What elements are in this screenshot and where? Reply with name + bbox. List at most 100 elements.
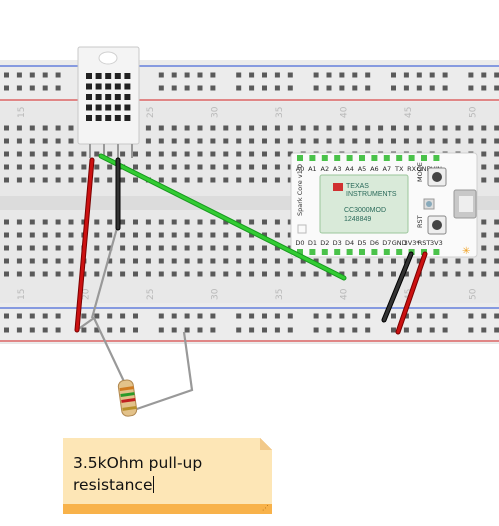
breadboard-hole[interactable] <box>274 258 280 264</box>
rail-hole[interactable] <box>391 327 396 333</box>
breadboard-hole[interactable] <box>68 232 74 238</box>
rail-hole[interactable] <box>16 327 22 333</box>
breadboard-hole[interactable] <box>171 164 177 170</box>
breadboard-hole[interactable] <box>339 125 345 131</box>
breadboard-hole[interactable] <box>481 125 487 131</box>
breadboard-hole[interactable] <box>481 232 487 238</box>
breadboard-hole[interactable] <box>274 271 280 277</box>
breadboard-hole[interactable] <box>4 245 9 251</box>
breadboard-hole[interactable] <box>210 219 216 225</box>
breadboard-hole[interactable] <box>158 232 164 238</box>
breadboard-hole[interactable] <box>429 271 435 277</box>
breadboard-hole[interactable] <box>4 232 9 238</box>
breadboard-hole[interactable] <box>197 164 203 170</box>
breadboard-hole[interactable] <box>145 271 151 277</box>
breadboard-hole[interactable] <box>197 151 203 157</box>
rail-hole[interactable] <box>262 72 267 78</box>
rail-hole[interactable] <box>210 85 216 91</box>
breadboard-hole[interactable] <box>455 125 461 131</box>
breadboard-hole[interactable] <box>391 138 396 144</box>
breadboard-hole[interactable] <box>287 271 293 277</box>
rail-hole[interactable] <box>468 313 474 319</box>
breadboard-hole[interactable] <box>55 219 61 225</box>
breadboard-hole[interactable] <box>494 245 499 251</box>
breadboard-hole[interactable] <box>29 125 35 131</box>
rail-hole[interactable] <box>171 327 177 333</box>
breadboard-hole[interactable] <box>55 232 61 238</box>
breadboard-hole[interactable] <box>287 125 293 131</box>
rail-hole[interactable] <box>249 85 255 91</box>
breadboard-hole[interactable] <box>287 258 293 264</box>
breadboard-hole[interactable] <box>4 258 9 264</box>
breadboard-hole[interactable] <box>29 245 35 251</box>
breadboard-hole[interactable] <box>29 271 35 277</box>
rail-hole[interactable] <box>249 327 255 333</box>
breadboard-hole[interactable] <box>326 138 332 144</box>
rail-hole[interactable] <box>262 313 267 319</box>
rail-hole[interactable] <box>55 327 61 333</box>
rail-hole[interactable] <box>391 313 396 319</box>
breadboard-hole[interactable] <box>403 125 409 131</box>
rail-hole[interactable] <box>326 327 332 333</box>
rail-hole[interactable] <box>287 85 293 91</box>
rail-hole[interactable] <box>197 327 203 333</box>
breadboard-hole[interactable] <box>249 219 255 225</box>
breadboard-hole[interactable] <box>326 258 332 264</box>
breadboard-hole[interactable] <box>210 258 216 264</box>
breadboard-hole[interactable] <box>468 125 474 131</box>
rail-hole[interactable] <box>262 85 267 91</box>
rail-hole[interactable] <box>429 85 435 91</box>
breadboard-hole[interactable] <box>68 125 74 131</box>
pull-up-resistor[interactable] <box>117 379 138 417</box>
board-gnd-wire[interactable] <box>382 252 413 322</box>
breadboard-hole[interactable] <box>262 177 267 183</box>
breadboard-hole[interactable] <box>171 177 177 183</box>
rail-hole[interactable] <box>81 327 87 333</box>
breadboard-hole[interactable] <box>29 177 35 183</box>
board-bottom-pin[interactable] <box>297 249 303 255</box>
breadboard-hole[interactable] <box>287 164 293 170</box>
rail-hole[interactable] <box>55 85 61 91</box>
breadboard-hole[interactable] <box>403 138 409 144</box>
rail-hole[interactable] <box>236 72 242 78</box>
rail-hole[interactable] <box>94 313 100 319</box>
rail-hole[interactable] <box>468 85 474 91</box>
breadboard-hole[interactable] <box>55 245 61 251</box>
breadboard-hole[interactable] <box>262 219 267 225</box>
rail-hole[interactable] <box>184 85 190 91</box>
board-top-pin[interactable] <box>309 155 316 161</box>
breadboard-hole[interactable] <box>481 219 487 225</box>
breadboard-hole[interactable] <box>184 245 190 251</box>
breadboard-hole[interactable] <box>326 271 332 277</box>
breadboard-hole[interactable] <box>94 151 100 157</box>
breadboard-hole[interactable] <box>262 125 267 131</box>
breadboard-hole[interactable] <box>494 138 499 144</box>
rail-hole[interactable] <box>274 313 280 319</box>
breadboard-hole[interactable] <box>249 151 255 157</box>
breadboard-hole[interactable] <box>120 232 126 238</box>
breadboard-hole[interactable] <box>16 125 22 131</box>
rail-hole[interactable] <box>236 85 242 91</box>
rail-hole[interactable] <box>274 327 280 333</box>
rail-hole[interactable] <box>16 85 22 91</box>
breadboard-hole[interactable] <box>133 245 138 251</box>
rail-hole[interactable] <box>107 327 113 333</box>
breadboard-hole[interactable] <box>107 258 113 264</box>
rail-hole[interactable] <box>468 72 474 78</box>
breadboard-hole[interactable] <box>287 151 293 157</box>
rail-hole[interactable] <box>184 327 190 333</box>
rail-hole[interactable] <box>120 327 126 333</box>
rail-hole[interactable] <box>442 327 448 333</box>
breadboard-hole[interactable] <box>313 138 319 144</box>
rail-hole[interactable] <box>403 327 409 333</box>
breadboard-hole[interactable] <box>236 258 242 264</box>
breadboard-hole[interactable] <box>197 177 203 183</box>
breadboard-hole[interactable] <box>42 232 48 238</box>
breadboard-hole[interactable] <box>494 271 499 277</box>
breadboard-hole[interactable] <box>210 232 216 238</box>
rail-hole[interactable] <box>4 85 9 91</box>
breadboard-hole[interactable] <box>4 271 9 277</box>
breadboard-hole[interactable] <box>94 271 100 277</box>
breadboard-hole[interactable] <box>4 177 9 183</box>
breadboard-hole[interactable] <box>352 258 358 264</box>
